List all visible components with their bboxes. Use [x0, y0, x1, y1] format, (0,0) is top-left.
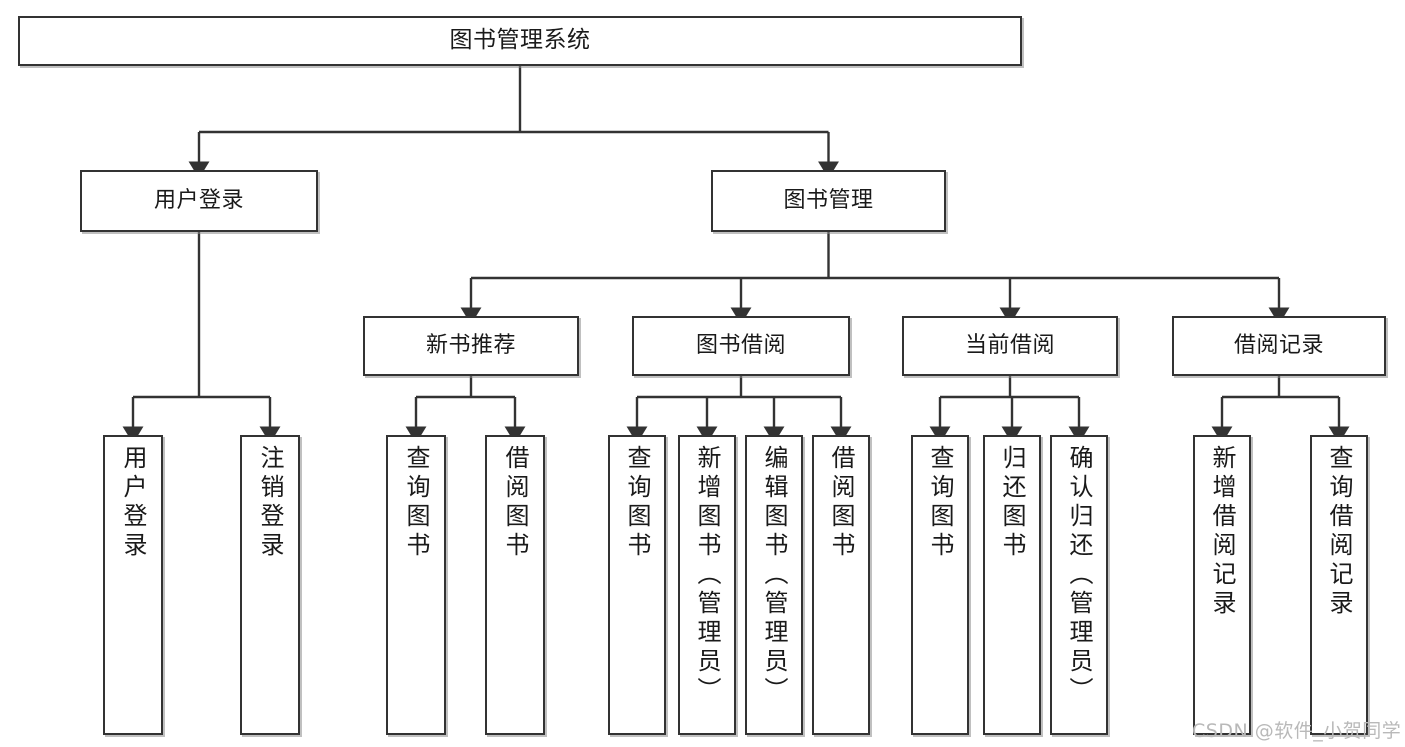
node-label: 查询借阅记录 [1325, 445, 1353, 619]
node-label: 借阅记录 [1233, 332, 1324, 358]
node-root[interactable]: 图书管理系统 [18, 16, 1022, 66]
node-label: 注销登录 [256, 445, 284, 561]
node-leaf-query-book-3[interactable]: 查询图书 [911, 435, 969, 735]
node-label: 查询图书 [402, 445, 430, 561]
node-leaf-add-book-admin[interactable]: 新增图书（管理员） [678, 435, 736, 735]
node-label: 新增借阅记录 [1208, 445, 1236, 619]
node-leaf-borrow-book-1[interactable]: 借阅图书 [485, 435, 545, 735]
node-label: 图书管理 [783, 187, 874, 213]
node-leaf-user-logout[interactable]: 注销登录 [240, 435, 300, 735]
node-label: 查询图书 [623, 445, 651, 561]
node-current-borrow[interactable]: 当前借阅 [902, 316, 1118, 376]
node-label: 新书推荐 [425, 332, 516, 358]
node-leaf-return-book[interactable]: 归还图书 [983, 435, 1041, 735]
node-leaf-query-book-1[interactable]: 查询图书 [386, 435, 446, 735]
node-leaf-query-borrow-record[interactable]: 查询借阅记录 [1310, 435, 1368, 735]
node-label: 用户登录 [153, 187, 244, 213]
node-user-login[interactable]: 用户登录 [80, 170, 318, 232]
node-label: 图书借阅 [695, 332, 786, 358]
node-leaf-borrow-book-2[interactable]: 借阅图书 [812, 435, 870, 735]
node-label: 用户登录 [119, 445, 147, 561]
node-label: 借阅图书 [827, 445, 855, 561]
node-label: 确认归还（管理员） [1065, 445, 1093, 706]
node-label: 归还图书 [998, 445, 1026, 561]
node-label: 新增图书（管理员） [693, 445, 721, 706]
node-label: 图书管理系统 [449, 27, 591, 54]
node-label: 查询图书 [926, 445, 954, 561]
node-book-manage[interactable]: 图书管理 [711, 170, 946, 232]
node-label: 编辑图书（管理员） [760, 445, 788, 706]
node-label: 当前借阅 [964, 332, 1055, 358]
node-label: 借阅图书 [501, 445, 529, 561]
node-leaf-query-book-2[interactable]: 查询图书 [608, 435, 666, 735]
node-book-borrow[interactable]: 图书借阅 [632, 316, 850, 376]
node-leaf-confirm-return-admin[interactable]: 确认归还（管理员） [1050, 435, 1108, 735]
node-leaf-user-login[interactable]: 用户登录 [103, 435, 163, 735]
node-leaf-add-borrow-record[interactable]: 新增借阅记录 [1193, 435, 1251, 735]
node-borrow-record[interactable]: 借阅记录 [1172, 316, 1386, 376]
watermark: CSDN @软件_小贺同学 [1192, 720, 1402, 742]
node-leaf-edit-book-admin[interactable]: 编辑图书（管理员） [745, 435, 803, 735]
node-new-book-recommend[interactable]: 新书推荐 [363, 316, 579, 376]
